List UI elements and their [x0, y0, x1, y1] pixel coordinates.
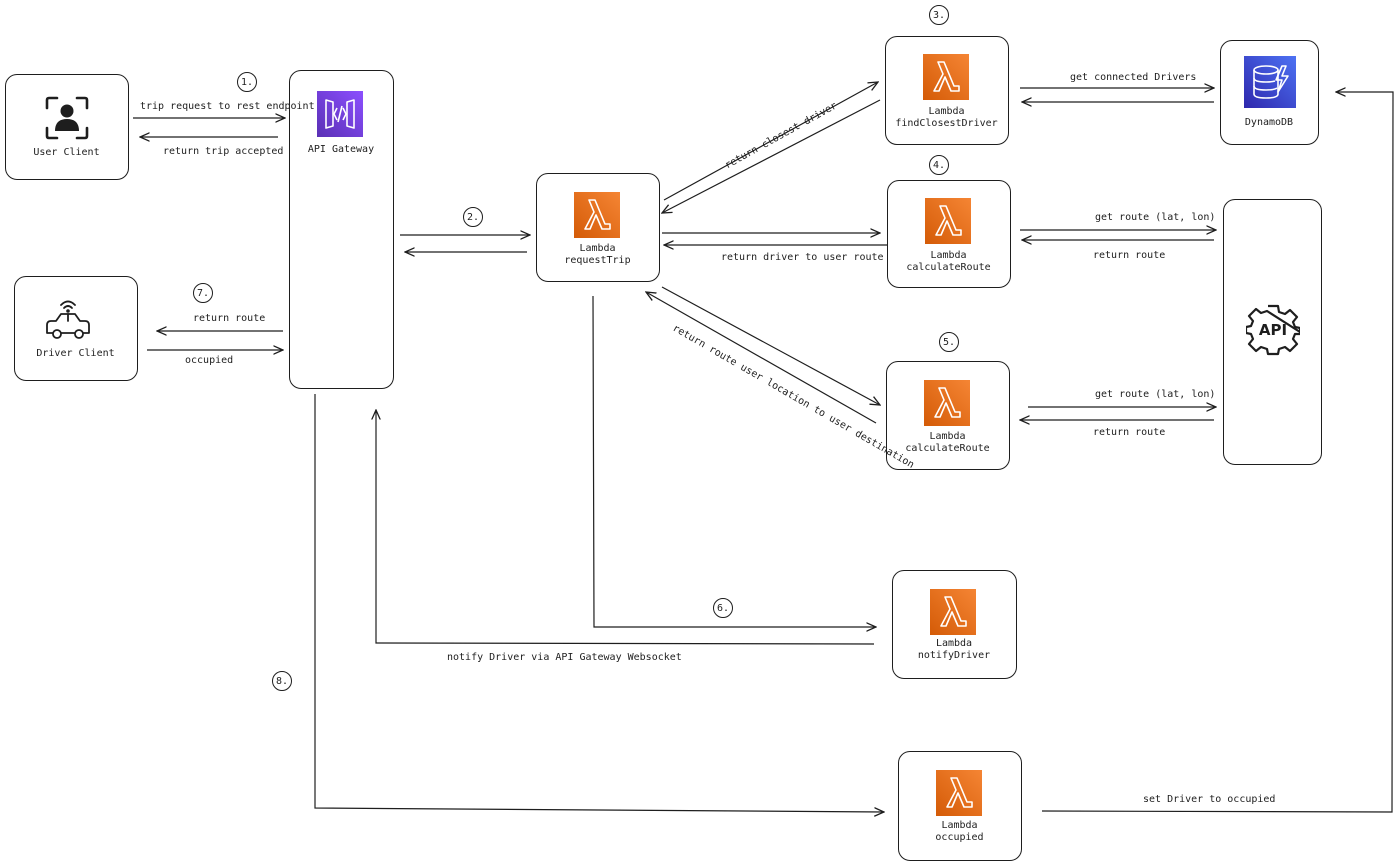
lambda-icon [924, 380, 970, 426]
step-marker-2: 2. [463, 207, 483, 227]
arrow-notify-to-apigw [376, 410, 875, 645]
arrow-requesttrip-to-findclosest [663, 82, 878, 201]
user-client-node[interactable]: User Client [5, 74, 129, 180]
lambda-notifydriver-line1: Lambda [935, 638, 973, 649]
edge-label-driver-to-user: return driver to user route [721, 252, 884, 263]
edge-label-notify-websocket: notify Driver via API Gateway Websocket [447, 652, 682, 663]
edge-label-occupied: occupied [185, 355, 234, 366]
user-client-label: User Client [33, 147, 100, 158]
step-marker-7: 7. [193, 283, 213, 303]
lambda-icon [930, 589, 976, 635]
edge-label-trip-accepted: return trip accepted [163, 146, 284, 157]
step-marker-1: 1. [237, 72, 257, 92]
edge-label-get-route-1: get route (lat, lon) [1095, 212, 1216, 223]
edge-label-connected-drivers: get connected Drivers [1070, 72, 1197, 83]
lambda-occupied-line2: occupied [935, 832, 984, 843]
step-marker-8: 8. [272, 671, 292, 691]
api-gateway-label: API Gateway [307, 144, 375, 155]
lambda-calculateroute-1-line1: Lambda [930, 250, 967, 261]
edge-label-get-route-2: get route (lat, lon) [1095, 389, 1216, 400]
api-gear-text: API [1259, 321, 1287, 339]
arrow-findclosest-to-requesttrip [662, 99, 881, 213]
arrow-apigw-to-occupied [314, 394, 884, 812]
edge-label-return-route-1: return route [1093, 250, 1166, 261]
lambda-notifydriver-node[interactable]: Lambda notifyDriver [892, 570, 1017, 679]
lambda-findclosestdriver-line1: Lambda [928, 106, 965, 117]
lambda-icon [936, 770, 982, 816]
step-marker-3: 3. [929, 5, 949, 25]
user-icon [45, 96, 89, 140]
lambda-occupied-node[interactable]: Lambda occupied [898, 751, 1022, 861]
lambda-calculateroute-2-line1: Lambda [929, 431, 966, 442]
step-marker-5: 5. [939, 332, 959, 352]
dynamodb-node[interactable]: DynamoDB [1220, 40, 1319, 145]
lambda-findclosestdriver-line2: findClosestDriver [895, 118, 998, 129]
lambda-requesttrip-line1: Lambda [579, 243, 616, 254]
lambda-findclosestdriver-node[interactable]: Lambda findClosestDriver [885, 36, 1009, 145]
edge-label-return-route-driver: return route [193, 313, 266, 324]
step-marker-6: 6. [713, 598, 733, 618]
api-gateway-icon [317, 91, 363, 137]
lambda-notifydriver-line2: notifyDriver [917, 650, 991, 661]
dynamodb-icon [1244, 56, 1296, 108]
lambda-calculateroute-node-1[interactable]: Lambda calculateRoute [887, 180, 1011, 288]
arrow-calc2-to-requesttrip [646, 292, 877, 424]
edge-label-set-occupied: set Driver to occupied [1143, 794, 1276, 805]
api-gateway-node[interactable]: API Gateway [289, 70, 394, 389]
step-marker-4: 4. [929, 155, 949, 175]
lambda-occupied-line1: Lambda [941, 820, 978, 831]
external-api-node[interactable]: API [1223, 199, 1322, 465]
lambda-calculateroute-node-2[interactable]: Lambda calculateRoute [886, 361, 1010, 470]
lambda-requesttrip-node[interactable]: Lambda requestTrip [536, 173, 660, 282]
lambda-icon [925, 198, 971, 244]
api-gear-icon: API [1246, 304, 1300, 356]
lambda-calculateroute-1-line2: calculateRoute [906, 262, 991, 273]
arrow-requesttrip-to-notify [592, 295, 876, 627]
arrow-requesttrip-to-calc2 [661, 286, 880, 405]
edge-label-return-route-2: return route [1093, 427, 1166, 438]
driver-client-node[interactable]: Driver Client [14, 276, 138, 381]
edge-label-trip-request: trip request to rest endpoint [140, 101, 315, 112]
lambda-calculateroute-2-line2: calculateRoute [905, 443, 990, 454]
arrow-occupied-to-dynamo [1041, 92, 1394, 813]
lambda-icon [923, 54, 969, 100]
lambda-icon [574, 192, 620, 238]
driver-client-label: Driver Client [36, 348, 115, 359]
dynamodb-label: DynamoDB [1244, 117, 1294, 128]
lambda-requesttrip-line2: requestTrip [564, 255, 631, 266]
car-icon [46, 300, 90, 339]
